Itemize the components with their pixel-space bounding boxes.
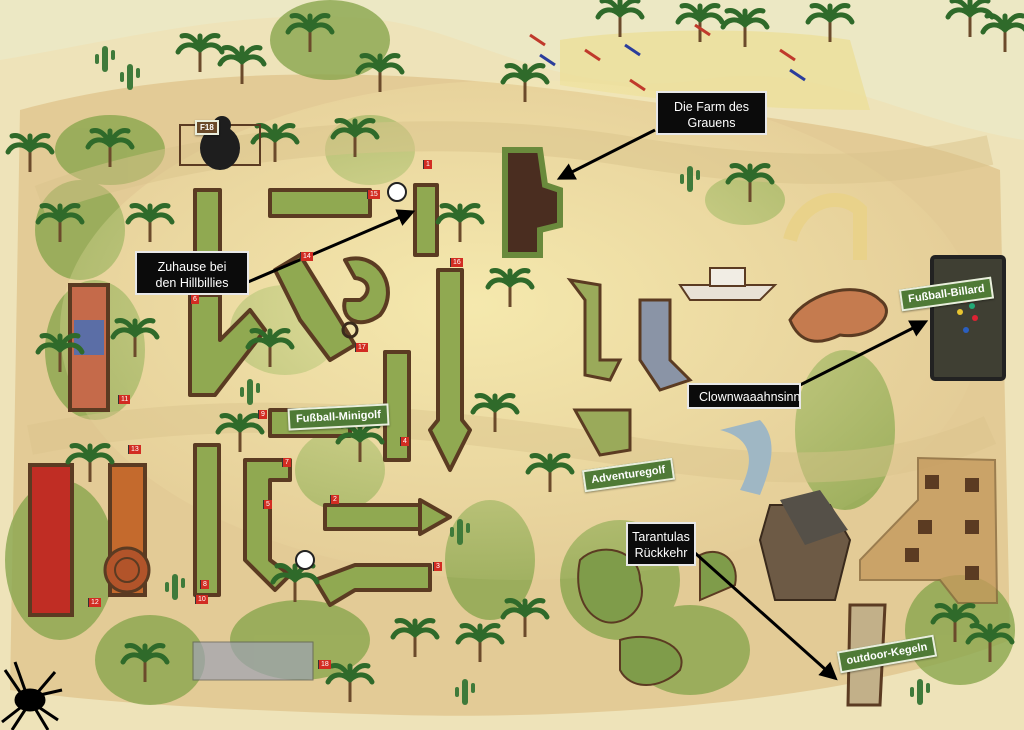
callout-zuhause-bei-den-hillbillies[interactable]: Zuhause bei den Hillbillies [135,251,249,295]
hole-flag: 4 [400,437,409,446]
hole-flag: 5 [263,500,272,509]
callout-farm-des-grauens[interactable]: Die Farm des Grauens [656,91,767,135]
hole-flag: 12 [88,598,101,607]
hole-flag: 8 [200,580,209,589]
callout-tarantulas-rueckkehr[interactable]: Tarantulas Rückkehr [626,522,696,566]
spider-icon [1,661,63,730]
hole-flag: 14 [300,252,313,261]
hole-flag: 17 [355,343,368,352]
hole-flag: 16 [450,258,463,267]
hole-flag: 9 [258,410,267,419]
hole-flag: 2 [330,495,339,504]
hole-flag: 6 [190,295,199,304]
hole-flag: 3 [433,562,442,571]
hole-flag: 7 [282,458,291,467]
hole-flag: 11 [118,395,131,404]
hole-flag: 13 [128,445,141,454]
sign-fussball-minigolf-label: Fußball-Minigolf [295,408,382,426]
callout-clownwaaahnsinn[interactable]: Clownwaaahnsinn [687,383,801,409]
gorilla-cage-sign: F18 [195,120,219,135]
hole-flag: 1 [423,160,432,169]
gorilla-cage-sign-label: F18 [200,123,214,132]
hole-flag: 18 [318,660,331,669]
hole-flag: 15 [367,190,380,199]
callout-tarantula-label: Tarantulas Rückkehr [632,530,690,560]
callout-hillbillies-label: Zuhause bei den Hillbillies [155,260,229,290]
hole-flag: 10 [195,595,208,604]
callout-clown-label: Clownwaaahnsinn [699,390,801,404]
callout-farm-label: Die Farm des Grauens [673,100,750,130]
